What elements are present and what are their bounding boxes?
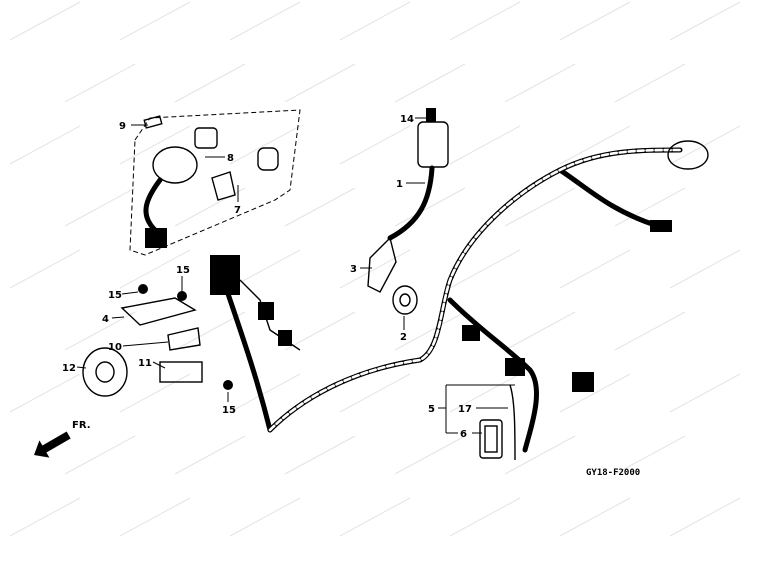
callout-2: 2 — [400, 332, 407, 343]
watermark-mark — [559, 497, 631, 537]
watermark-mark — [669, 1, 741, 41]
watermark-mark — [119, 1, 191, 41]
callout-15b: 15 — [176, 265, 190, 276]
watermark-mark — [449, 125, 521, 165]
watermark-mark — [449, 1, 521, 41]
watermark-mark — [504, 311, 576, 351]
callout-15a: 15 — [108, 290, 122, 301]
watermark-mark — [339, 497, 411, 537]
watermark-mark — [284, 187, 356, 227]
watermark-mark — [284, 63, 356, 103]
watermark-mark — [449, 497, 521, 537]
watermark-mark — [339, 125, 411, 165]
watermark-mark — [669, 497, 741, 537]
front-direction-label: FR. — [72, 420, 91, 431]
callout-12: 12 — [62, 363, 76, 374]
lock-set-bracket — [129, 109, 301, 256]
watermark-mark — [504, 63, 576, 103]
callout-4: 4 — [102, 314, 109, 325]
watermark-mark — [504, 435, 576, 475]
diagram-code: GY18-F2000 — [586, 468, 640, 478]
watermark-mark — [559, 125, 631, 165]
callout-1: 1 — [396, 179, 403, 190]
ignition-switch-drawing — [143, 115, 279, 248]
wire-harness-drawing — [210, 140, 709, 453]
watermark-mark — [669, 249, 741, 289]
watermark-mark — [64, 63, 136, 103]
watermark-mark — [174, 187, 246, 227]
callout-7: 7 — [234, 205, 241, 216]
watermark-mark — [9, 497, 81, 537]
callout-9: 9 — [119, 121, 126, 132]
watermark-mark — [394, 63, 466, 103]
watermark-mark — [64, 435, 136, 475]
watermark-mark — [394, 187, 466, 227]
watermark-mark — [9, 249, 81, 289]
watermark-mark — [504, 187, 576, 227]
callout-11: 11 — [138, 358, 152, 369]
watermark-mark — [174, 63, 246, 103]
watermark-mark — [614, 311, 686, 351]
watermark-mark — [64, 311, 136, 351]
watermark-mark — [559, 249, 631, 289]
callout-8: 8 — [227, 153, 234, 164]
watermark-mark — [174, 435, 246, 475]
callout-10: 10 — [108, 342, 122, 353]
electrical-parts-drawing — [82, 284, 233, 397]
watermark-mark — [449, 249, 521, 289]
watermark-mark — [614, 187, 686, 227]
watermark-mark — [449, 373, 521, 413]
watermark-mark — [229, 1, 301, 41]
watermark-mark — [229, 373, 301, 413]
fuse-box-drawing — [479, 384, 516, 461]
watermark-mark — [614, 435, 686, 475]
watermark-mark — [9, 125, 81, 165]
watermark-mark — [64, 187, 136, 227]
watermark-mark — [339, 1, 411, 41]
watermark-mark — [559, 1, 631, 41]
watermark-mark — [229, 497, 301, 537]
callout-15c: 15 — [222, 405, 236, 416]
ignition-coil-drawing — [367, 108, 449, 315]
callout-5: 5 — [428, 404, 435, 415]
watermark-mark — [394, 435, 466, 475]
watermark-mark — [119, 249, 191, 289]
watermark-mark — [9, 373, 81, 413]
watermark-mark — [174, 311, 246, 351]
watermark-mark — [614, 63, 686, 103]
watermark-mark — [229, 125, 301, 165]
watermark-mark — [669, 373, 741, 413]
watermark-layer — [9, 1, 741, 537]
watermark-mark — [284, 435, 356, 475]
watermark-mark — [119, 125, 191, 165]
watermark-mark — [559, 373, 631, 413]
watermark-mark — [229, 249, 301, 289]
callout-17: 17 — [458, 404, 472, 415]
watermark-mark — [119, 497, 191, 537]
callout-14: 14 — [400, 114, 414, 125]
front-direction-arrow-icon — [34, 431, 71, 458]
watermark-mark — [284, 311, 356, 351]
watermark-mark — [669, 125, 741, 165]
watermark-mark — [9, 1, 81, 41]
watermark-mark — [119, 373, 191, 413]
callout-3: 3 — [350, 264, 357, 275]
watermark-mark — [339, 249, 411, 289]
leader-lines — [76, 117, 515, 434]
watermark-mark — [394, 311, 466, 351]
watermark-mark — [339, 373, 411, 413]
callout-6: 6 — [460, 429, 467, 440]
